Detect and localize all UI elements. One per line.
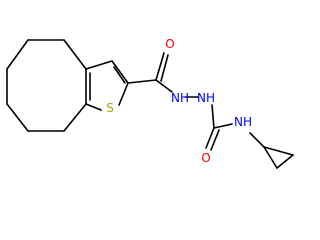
bond <box>263 146 294 156</box>
nitrogen-atom-label-amide: NH <box>234 115 252 129</box>
oxygen-atom-label-carbonyl-2: O <box>201 151 210 165</box>
bond <box>85 103 102 111</box>
molecule-diagram: S O NH NH O NH <box>6 37 294 169</box>
bond <box>113 66 126 84</box>
bond <box>276 154 294 169</box>
bond <box>210 129 220 151</box>
bond <box>211 104 215 129</box>
bond <box>6 103 29 132</box>
bond <box>213 123 233 129</box>
bond <box>155 79 173 93</box>
sulfur-atom-label: S <box>106 101 114 115</box>
bond <box>160 54 169 82</box>
bond <box>205 127 215 149</box>
nitrogen-atom-label-hydrazide-1: NH <box>171 91 189 105</box>
structure-canvas: S O NH NH O NH <box>6 37 294 169</box>
bond <box>249 132 265 148</box>
bond <box>155 52 165 81</box>
bond <box>63 39 87 70</box>
oxygen-atom-label-carbonyl-1: O <box>165 37 174 51</box>
bond <box>127 79 157 84</box>
bond <box>6 39 29 70</box>
bond <box>263 146 278 169</box>
nitrogen-atom-label-hydrazide-2: NH <box>197 91 215 105</box>
bond <box>111 60 129 84</box>
bond <box>63 103 87 132</box>
bond <box>118 82 129 106</box>
bond <box>85 60 113 70</box>
